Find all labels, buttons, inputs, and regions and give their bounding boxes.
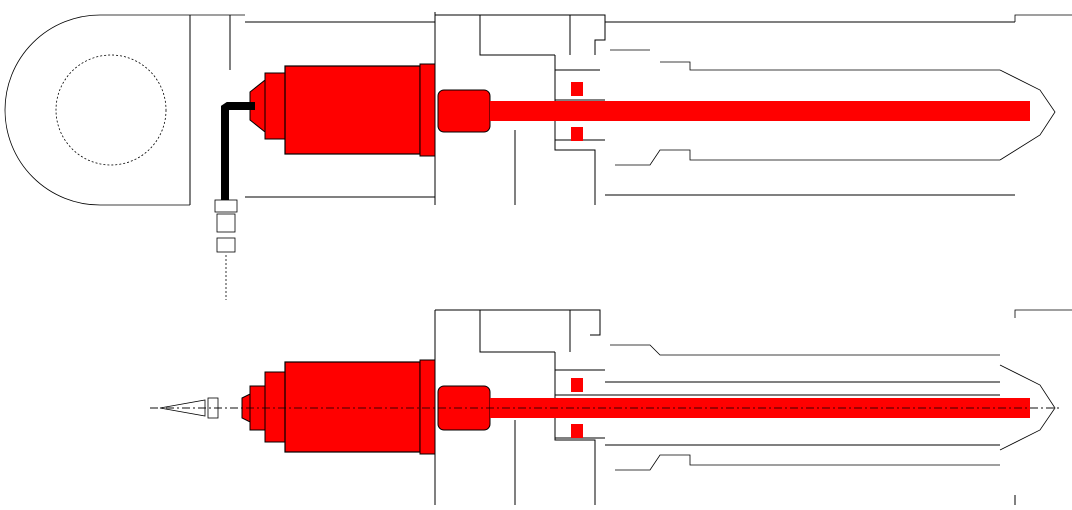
clevis-outer-outline: [4, 14, 245, 206]
clevis-mount: [4, 14, 245, 206]
bottom-housing: [434, 309, 1072, 505]
barrel-end-top-bottom: [1014, 309, 1072, 318]
sensor-nose-cone: [264, 72, 288, 140]
barrel-end-top: [1014, 14, 1072, 22]
bottom-view: [150, 309, 1072, 505]
sensor-rod: [490, 101, 1030, 121]
sensor-flange-bottom: [419, 359, 436, 455]
position-sensor: [249, 63, 1030, 157]
cable-connector-nut: [214, 199, 238, 213]
sensor-housing: [284, 65, 421, 155]
sensor-connector-cap: [249, 78, 266, 134]
magnet-ring-top: [571, 82, 583, 96]
flange-step-bottom: [435, 309, 555, 353]
piston-head-outline: [999, 69, 1056, 161]
position-sensor-bottom: [150, 359, 1060, 455]
sensor-housing-bottom: [284, 361, 421, 453]
seal-notch-bottom: [570, 309, 601, 336]
sensor-hex-nut: [437, 89, 491, 133]
cable-line: [221, 102, 255, 200]
piston-head-outline-bottom: [999, 364, 1056, 451]
top-view: [4, 12, 1072, 300]
bore-bottom-line: [615, 149, 1000, 166]
clevis-eye-bore: [55, 54, 167, 166]
sensor-flange: [419, 63, 436, 157]
magnet-ring-bottom-bottom: [571, 424, 583, 438]
flange-top-step: [435, 14, 555, 56]
bore-bottom-bottom: [615, 454, 1000, 471]
gland-top: [480, 14, 571, 55]
gland-body-bottom: [554, 352, 596, 505]
seal-notch-top: [570, 14, 606, 55]
bore-top-bottom: [610, 344, 1000, 356]
cable-connector-body: [216, 213, 236, 233]
magnet-ring-bottom: [571, 127, 583, 141]
sensor-cone-bottom: [264, 371, 288, 443]
cable-connector-plug: [216, 237, 236, 253]
gland-top-bottom: [480, 309, 571, 352]
bore-top-line: [660, 61, 1000, 71]
magnet-ring-top-bottom: [571, 378, 583, 392]
sensor-cable: [214, 102, 255, 300]
